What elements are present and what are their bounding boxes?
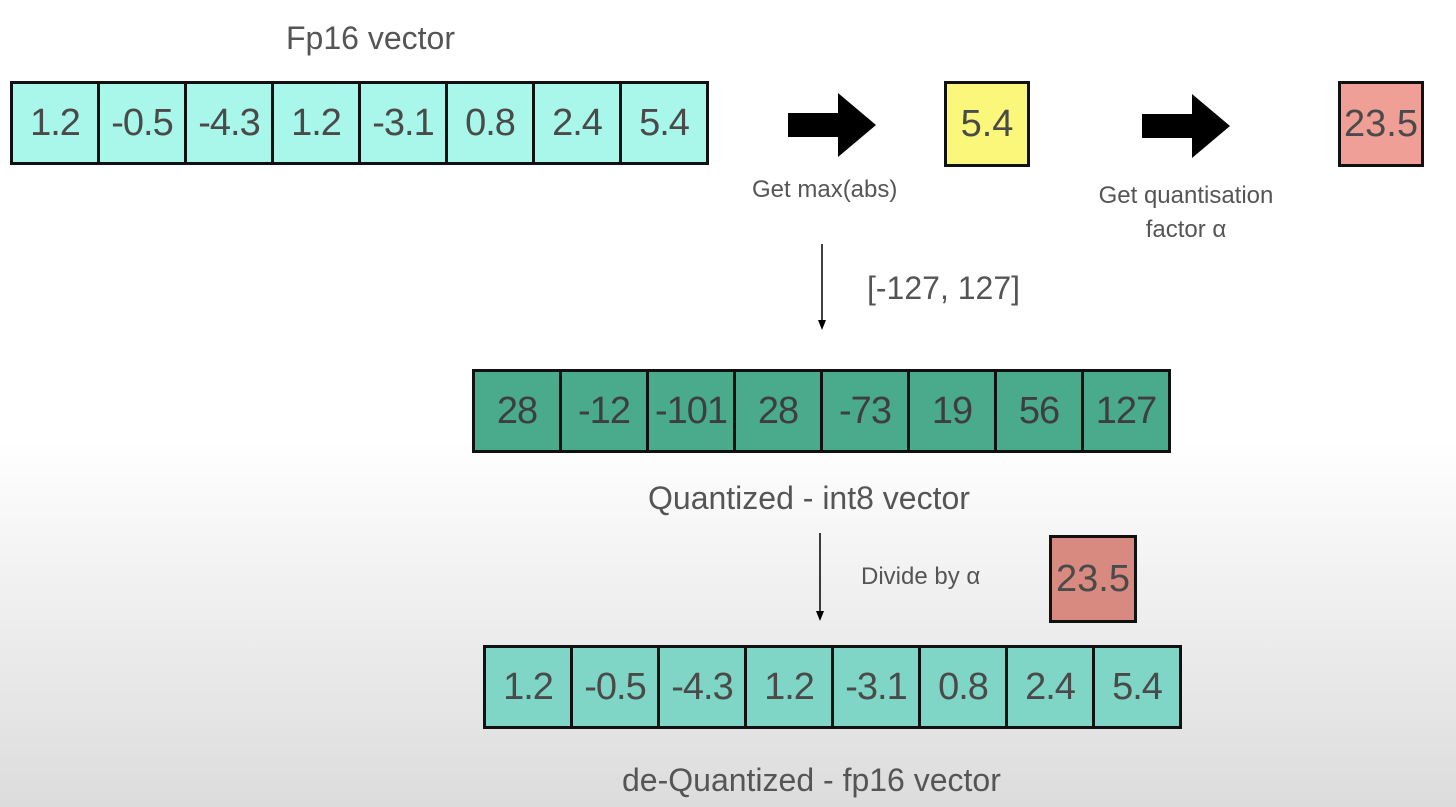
fp16-cell: 1.2 xyxy=(274,84,361,162)
int8-cell: -73 xyxy=(823,372,910,450)
int8-cell: -12 xyxy=(562,372,649,450)
dequant-cell: 1.2 xyxy=(486,648,573,726)
dequant-cell: -0.5 xyxy=(573,648,660,726)
dequantized-vector: 1.2 -0.5 -4.3 1.2 -3.1 0.8 2.4 5.4 xyxy=(483,645,1182,729)
int8-vector: 28 -12 -101 28 -73 19 56 127 xyxy=(472,369,1171,453)
get-max-abs-label: Get max(abs) xyxy=(752,176,898,203)
down-arrow-icon xyxy=(816,533,824,621)
quantisation-factor-box: 23.5 xyxy=(1338,81,1424,167)
fp16-cell: 5.4 xyxy=(622,84,709,162)
int8-cell: 127 xyxy=(1084,372,1171,450)
right-arrow-icon xyxy=(1142,94,1230,158)
fp16-cell: -3.1 xyxy=(361,84,448,162)
right-arrow-icon xyxy=(788,93,876,157)
fp16-cell: 1.2 xyxy=(13,84,100,162)
dequantized-vector-title: de-Quantized - fp16 vector xyxy=(622,762,1001,798)
dequant-cell: 1.2 xyxy=(747,648,834,726)
int8-cell: 28 xyxy=(736,372,823,450)
divide-factor-box: 23.5 xyxy=(1049,535,1137,623)
quantisation-factor-label-line1: Get quantisation xyxy=(1098,182,1274,209)
dequant-cell: 0.8 xyxy=(921,648,1008,726)
fp16-cell: -4.3 xyxy=(187,84,274,162)
int8-vector-title: Quantized - int8 vector xyxy=(648,480,970,516)
int8-cell: -101 xyxy=(649,372,736,450)
range-label: [-127, 127] xyxy=(867,270,1020,306)
max-abs-box: 5.4 xyxy=(944,81,1030,167)
int8-cell: 19 xyxy=(910,372,997,450)
down-arrow-icon xyxy=(818,244,826,330)
fp16-vector: 1.2 -0.5 -4.3 1.2 -3.1 0.8 2.4 5.4 xyxy=(10,81,709,165)
fp16-cell: 2.4 xyxy=(535,84,622,162)
fp16-cell: 0.8 xyxy=(448,84,535,162)
fp16-cell: -0.5 xyxy=(100,84,187,162)
quantisation-factor-label-line2: factor α xyxy=(1145,216,1227,243)
int8-cell: 56 xyxy=(997,372,1084,450)
dequant-cell: -3.1 xyxy=(834,648,921,726)
dequant-cell: 5.4 xyxy=(1095,648,1182,726)
int8-cell: 28 xyxy=(475,372,562,450)
divide-by-alpha-label: Divide by α xyxy=(861,563,981,590)
dequant-cell: 2.4 xyxy=(1008,648,1095,726)
dequant-cell: -4.3 xyxy=(660,648,747,726)
quantisation-factor-label: Get quantisation factor α xyxy=(1086,179,1286,247)
fp16-vector-title: Fp16 vector xyxy=(286,20,455,56)
